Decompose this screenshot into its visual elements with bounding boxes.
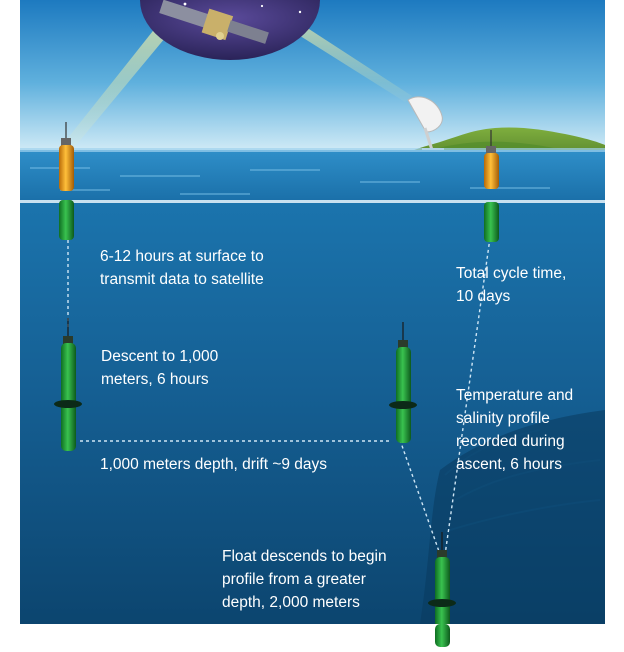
label-descent: Descent to 1,000 meters, 6 hours xyxy=(101,348,219,388)
label-surface-transmit: 6-12 hours at surface to transmit data t… xyxy=(100,248,264,288)
satellite-icon xyxy=(159,0,302,44)
label-drift: 1,000 meters depth, drift ~9 days xyxy=(100,456,328,473)
path-ascent xyxy=(444,237,491,556)
water-surface-line xyxy=(20,200,605,203)
float-path xyxy=(67,237,491,561)
bottom-margin xyxy=(19,624,606,652)
label-total-cycle: Total cycle time, 10 days xyxy=(456,265,567,305)
argo-float-icon xyxy=(54,318,82,451)
float-bottom-over-margin xyxy=(435,624,450,647)
ocean-surface xyxy=(20,150,605,202)
beam-left xyxy=(60,22,175,150)
beam-right xyxy=(278,18,412,102)
argo-float-icon xyxy=(59,122,74,240)
label-float-descends: Float descends to begin profile from a g… xyxy=(222,548,387,611)
label-temperature-profile: Temperature and salinity profile recorde… xyxy=(456,387,574,473)
seafloor-texture xyxy=(444,429,601,531)
sky xyxy=(20,0,605,150)
argo-float-icon xyxy=(484,130,499,242)
seafloor-shadow xyxy=(420,410,605,624)
horizon-line xyxy=(20,148,605,152)
argo-float-icon xyxy=(389,322,417,443)
